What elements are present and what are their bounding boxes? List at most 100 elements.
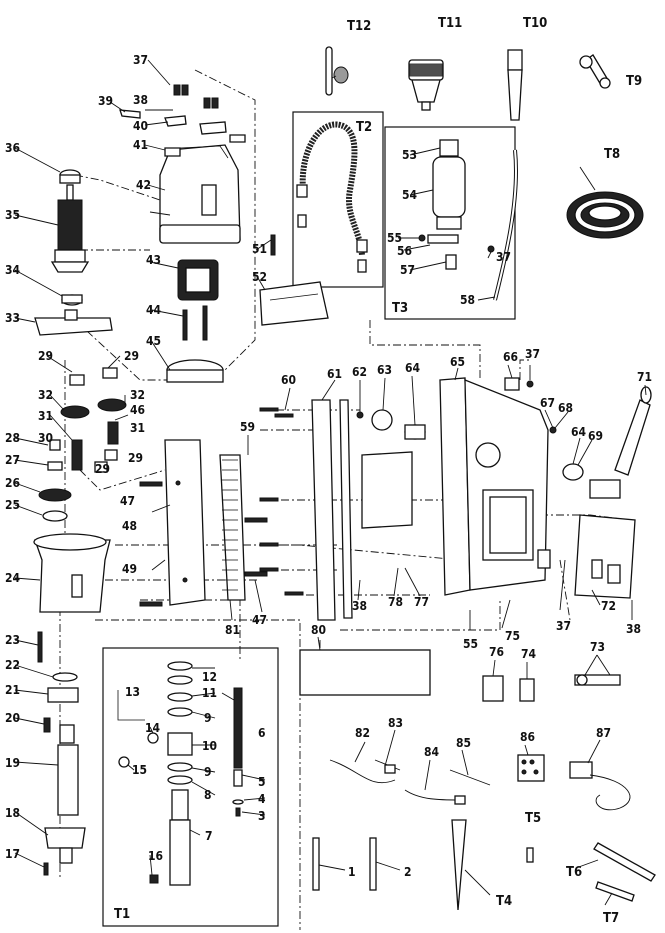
label-28: 28 [5, 431, 20, 445]
carriage-plate-48 [164, 439, 206, 606]
label-47b: 47 [252, 613, 267, 627]
label-37d: 37 [556, 619, 571, 633]
label-22: 22 [5, 658, 20, 672]
label-61: 61 [327, 367, 342, 381]
gear-housing-24 [33, 533, 111, 613]
switch-76-74 [482, 675, 535, 702]
label-9: 9 [204, 765, 212, 779]
label-85: 85 [456, 736, 471, 750]
label-75: 75 [505, 629, 520, 643]
label-4: 4 [258, 792, 266, 806]
label-40: 40 [133, 119, 148, 133]
label-86: 86 [520, 730, 535, 744]
label-29a: 29 [38, 349, 53, 363]
magnet-base-80 [299, 649, 431, 696]
dovetail-screws [259, 407, 304, 596]
label-37b: 37 [496, 250, 511, 264]
label-t2: T2 [356, 120, 372, 135]
label-25: 25 [5, 498, 20, 512]
drill-body-65 [439, 377, 551, 596]
label-13: 13 [125, 685, 140, 699]
power-cord-87 [569, 761, 631, 811]
label-43: 43 [146, 253, 161, 267]
screws-44 [182, 305, 208, 341]
motor-assembly [50, 169, 90, 306]
label-t5: T5 [525, 811, 541, 826]
t5-fuse [526, 847, 534, 863]
label-64b: 64 [571, 425, 587, 439]
label-8: 8 [204, 788, 212, 802]
label-80: 80 [311, 623, 326, 637]
field-coil-43 [177, 259, 219, 301]
label-42: 42 [136, 178, 151, 192]
label-26: 26 [5, 476, 20, 490]
end-cap-45 [166, 359, 224, 383]
wiring-82-85 [329, 759, 491, 805]
cover-plate-left [361, 451, 413, 529]
kit-box-t2 [292, 111, 384, 288]
label-5: 5 [258, 775, 266, 789]
kit-box-t1 [102, 647, 279, 927]
t6-hex-key [593, 842, 656, 882]
label-82: 82 [355, 726, 370, 740]
t2-coolant-hose [296, 121, 368, 273]
label-81: 81 [225, 623, 240, 637]
label-32b: 32 [130, 388, 145, 402]
t8-magnetic-tape [566, 191, 644, 239]
label-78: 78 [388, 595, 403, 609]
t1-arbor-kit [117, 661, 244, 886]
label-74: 74 [521, 647, 537, 661]
label-71: 71 [637, 370, 652, 384]
label-t11: T11 [438, 16, 462, 31]
label-55a: 55 [387, 231, 402, 245]
label-6: 6 [258, 726, 266, 740]
label-47a: 47 [120, 494, 135, 508]
label-69: 69 [588, 429, 603, 443]
t3-coolant-bottle-kit [418, 139, 518, 301]
label-77: 77 [414, 595, 429, 609]
rack-81 [219, 454, 246, 601]
label-10: 10 [202, 739, 217, 753]
label-55b: 55 [463, 637, 478, 651]
label-37c: 37 [525, 347, 540, 361]
label-3: 3 [258, 809, 266, 823]
label-14: 14 [145, 721, 161, 735]
label-16: 16 [148, 849, 163, 863]
t12-key-tool [325, 46, 349, 96]
label-31a: 31 [38, 409, 53, 423]
t10-morse-taper-adaptor [507, 49, 523, 121]
label-62: 62 [352, 365, 367, 379]
label-30: 30 [38, 431, 53, 445]
screw-73 [574, 674, 621, 686]
label-65: 65 [450, 355, 465, 369]
label-73: 73 [590, 640, 605, 654]
label-35: 35 [5, 208, 20, 222]
label-t7: T7 [603, 911, 619, 926]
label-60: 60 [281, 373, 296, 387]
label-58: 58 [460, 293, 475, 307]
label-17: 17 [5, 847, 20, 861]
t4-wedge [451, 819, 467, 911]
label-24: 24 [5, 571, 21, 585]
label-t12: T12 [347, 19, 371, 34]
label-18: 18 [5, 806, 20, 820]
label-63: 63 [377, 363, 392, 377]
screws-47 [139, 481, 268, 607]
label-56: 56 [397, 244, 412, 258]
label-19: 19 [5, 756, 20, 770]
label-38a: 38 [133, 93, 148, 107]
label-34: 34 [5, 263, 21, 277]
label-7: 7 [205, 829, 213, 843]
label-12: 12 [202, 670, 217, 684]
part-labels: T12 T11 T10 T9 T8 T2 T3 T1 T4 T5 T6 T7 1… [5, 16, 652, 926]
label-59: 59 [240, 420, 255, 434]
side-plate-72 [574, 514, 636, 599]
label-1: 1 [348, 865, 356, 879]
label-36: 36 [5, 141, 20, 155]
label-29c: 29 [95, 462, 110, 476]
label-87: 87 [596, 726, 611, 740]
label-52: 52 [252, 270, 267, 284]
spindle-parts-left [37, 631, 86, 876]
label-11: 11 [202, 686, 217, 700]
